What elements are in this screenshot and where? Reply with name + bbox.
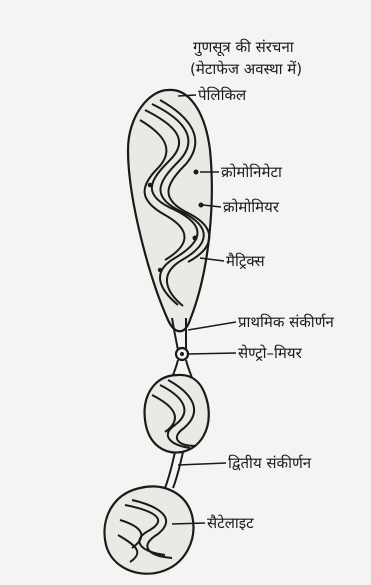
label-secondary-constriction: द्वितीय संकीर्णन (228, 454, 311, 472)
label-chromonemata: क्रोमोनिमेटा (221, 163, 282, 181)
secondary-constriction-stalk (165, 452, 183, 488)
label-matrix: मैट्रिक्स (226, 252, 265, 270)
label-pellicle: पेलिकिल (198, 86, 246, 104)
diagram-title-line-2: (मेटाफेज अवस्था में) (190, 60, 302, 78)
diagram-title-line-1: गुणसूत्र की संरचना (193, 38, 294, 56)
label-satellite: सैटेलाइट (207, 514, 254, 532)
label-chromomere: क्रोमोमियर (223, 198, 279, 216)
lower-arm-pellicle (145, 375, 209, 453)
label-centromere: सेण्ट्रो–मियर (238, 344, 302, 362)
label-primary-constriction: प्राथमिक संकीर्णन (238, 313, 334, 331)
